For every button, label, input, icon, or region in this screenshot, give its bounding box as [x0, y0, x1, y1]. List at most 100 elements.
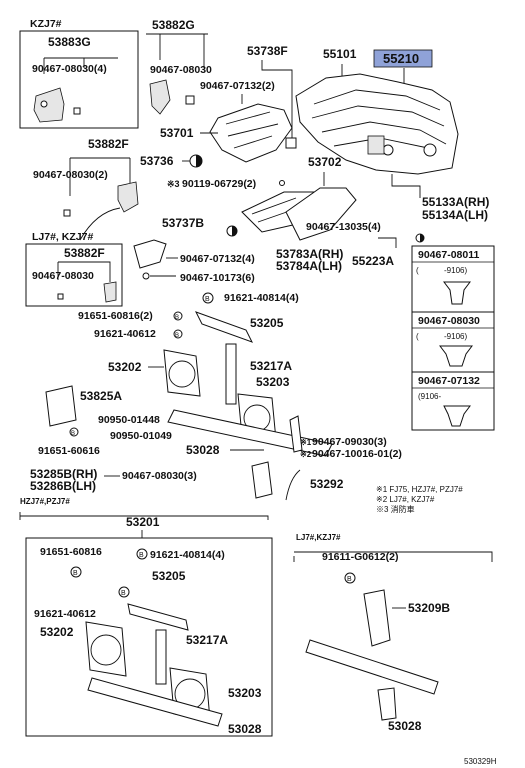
label-91621-40814-4[interactable]: 91621-40814(4) — [224, 292, 299, 304]
label-53738F[interactable]: 53738F — [247, 44, 288, 58]
label-90467-07132-2[interactable]: 90467-07132(2) — [200, 80, 275, 92]
label-90467-08030-3[interactable]: 90467-08030(3) — [122, 470, 197, 482]
label-lj7-bolt[interactable]: 90467-08030 — [32, 270, 94, 282]
lj7b-group: LJ7#,KZJ7# 91611-G0612(2) B 53209B 53028 — [293, 533, 493, 733]
label-53217A[interactable]: 53217A — [250, 359, 292, 373]
hzj-title: HZJ7#,PZJ7# — [20, 497, 70, 506]
label-90950-01049[interactable]: 90950-01049 — [110, 430, 172, 442]
label-53825A[interactable]: 53825A — [80, 389, 122, 403]
clip-3-range: (9106- — [418, 392, 441, 401]
label-91621-40612[interactable]: 91621-40612 — [94, 328, 156, 340]
dash-panel-ribs — [311, 89, 447, 149]
clip-box-2: 90467-08030 ( -9106) — [411, 311, 495, 373]
bolt-part — [73, 107, 81, 115]
hzj-brace-part — [155, 629, 167, 685]
lj7b-part-53209B[interactable]: 53209B — [408, 601, 450, 615]
label-90467-08030-2[interactable]: 90467-08030(2) — [33, 169, 108, 181]
lj7b-bracket-line — [293, 551, 493, 562]
notes-block: ※1 FJ75, HZJ7#, PZJ7# ※2 LJ7#, KZJ7# ※3 … — [376, 485, 463, 514]
label-91651-60816-2[interactable]: 91651-60816(2) — [78, 310, 153, 322]
label-90950-01448[interactable]: 90950-01448 — [98, 414, 160, 426]
label-53205[interactable]: 53205 — [250, 316, 284, 330]
label-53882G[interactable]: 53882G — [152, 18, 195, 32]
label-53736[interactable]: 53736 — [140, 154, 174, 168]
label-53203[interactable]: 53203 — [256, 375, 290, 389]
hzj-part-53202[interactable]: 53202 — [40, 625, 74, 639]
hzj-part-91621-40814[interactable]: 91621-40814(4) — [150, 549, 225, 561]
label-53202[interactable]: 53202 — [108, 360, 142, 374]
label-53882F[interactable]: 53882F — [88, 137, 129, 151]
label-53292[interactable]: 53292 — [310, 477, 344, 491]
hzj-part-53217A[interactable]: 53217A — [186, 633, 228, 647]
seal-53292-part — [285, 469, 301, 501]
hzj-part-91621-40612[interactable]: 91621-40612 — [34, 608, 96, 620]
bracket-53882G-part — [149, 79, 171, 115]
lj7b-part-91611[interactable]: 91611-G0612(2) — [322, 551, 398, 563]
group-53882F: 53882F 90467-08030(2) — [33, 137, 139, 241]
label-55134A[interactable]: 55134A(LH) — [422, 208, 488, 222]
label-53201[interactable]: 53201 — [126, 515, 160, 529]
hzj-lower-support-part — [87, 677, 223, 727]
label-90119-06729[interactable]: 90119-06729(2) — [182, 178, 256, 190]
lj7b-part-53028[interactable]: 53028 — [388, 719, 422, 733]
hzj-part-91651-60816[interactable]: 91651-60816 — [40, 546, 102, 558]
apron-53702-part — [285, 187, 357, 241]
lj7b-stay-part — [377, 687, 397, 721]
clip-2-part[interactable]: 90467-08030 — [418, 315, 480, 327]
label-90467-13035[interactable]: 90467-13035(4) — [306, 221, 381, 233]
label-53285B[interactable]: 53285B(RH) — [30, 467, 97, 481]
brace-53217A-part — [225, 343, 237, 405]
diagram-code: 530329H — [464, 757, 497, 766]
kzj7-box: KZJ7# 53883G 90467-08030(4) — [19, 18, 139, 129]
group-53736: 53736 — [140, 154, 203, 168]
leader-55223A — [378, 237, 397, 248]
guide-53825A-part — [45, 385, 77, 427]
note-line-2: ※2 LJ7#, KZJ7# — [376, 495, 435, 504]
clip-1-part-drawing — [443, 281, 471, 305]
group-55133A: 55133A(RH) 55134A(LH) — [391, 174, 489, 222]
group-90467-09030: ※1 90467-09030(3) ※2 90467-10016-01(2) — [300, 436, 402, 460]
label-55223A[interactable]: 55223A — [352, 254, 394, 268]
bracket-lj7-part — [103, 281, 117, 303]
grommet-shade-2 — [232, 226, 237, 236]
hzj-part-53028[interactable]: 53028 — [228, 722, 262, 736]
lower-support-53028-part — [167, 409, 333, 457]
lj7-title: LJ7#, KZJ7# — [32, 231, 93, 243]
cable-53882F — [79, 207, 121, 241]
label-53783A[interactable]: 53783A(RH) — [276, 247, 343, 261]
hzj-bracket-line — [19, 512, 269, 520]
svg-text:B: B — [175, 333, 179, 339]
label-55133A[interactable]: 55133A(RH) — [422, 195, 489, 209]
hzj-part-53205[interactable]: 53205 — [152, 569, 186, 583]
group-53738F: 53738F 90467-07132(2) 53701 — [160, 44, 297, 163]
bracket-53883G-part — [33, 87, 65, 123]
label-note3: ※3 — [167, 179, 180, 189]
label-lj7-53882F[interactable]: 53882F — [64, 246, 105, 260]
leader-55133A — [391, 174, 421, 198]
label-90467-09030[interactable]: 90467-09030(3) — [312, 436, 387, 448]
label-90467-10016[interactable]: 90467-10016-01(2) — [312, 448, 402, 460]
bolt-part-2 — [185, 95, 195, 105]
label-53028[interactable]: 53028 — [186, 443, 220, 457]
label-90467-08030-top[interactable]: 90467-08030 — [150, 64, 212, 76]
lj7-box: LJ7#, KZJ7# 53882F 90467-08030 — [25, 231, 123, 307]
label-55101[interactable]: 55101 — [323, 47, 357, 61]
label-53286B[interactable]: 53286B(LH) — [30, 479, 96, 493]
label-55210[interactable]: 55210 — [383, 51, 419, 66]
label-53883G[interactable]: 53883G — [48, 35, 91, 49]
label-90467-07132-4[interactable]: 90467-07132(4) — [180, 253, 255, 265]
highlight-55210 — [373, 49, 433, 68]
hzj-part-53203[interactable]: 53203 — [228, 686, 262, 700]
label-53784A[interactable]: 53784A(LH) — [276, 259, 342, 273]
label-53702[interactable]: 53702 — [308, 155, 342, 169]
label-53701[interactable]: 53701 — [160, 126, 194, 140]
bolt-hole — [40, 100, 48, 108]
label-53737B[interactable]: 53737B — [162, 216, 204, 230]
label-kzj7-bolt[interactable]: 90467-08030(4) — [32, 63, 107, 75]
svg-text:B: B — [139, 552, 144, 559]
label-91651-60616[interactable]: 91651-60616 — [38, 445, 100, 457]
clip-1-part[interactable]: 90467-08011 — [418, 249, 479, 261]
clip-3-part[interactable]: 90467-07132 — [418, 375, 480, 387]
label-90467-10173[interactable]: 90467-10173(6) — [180, 272, 255, 284]
